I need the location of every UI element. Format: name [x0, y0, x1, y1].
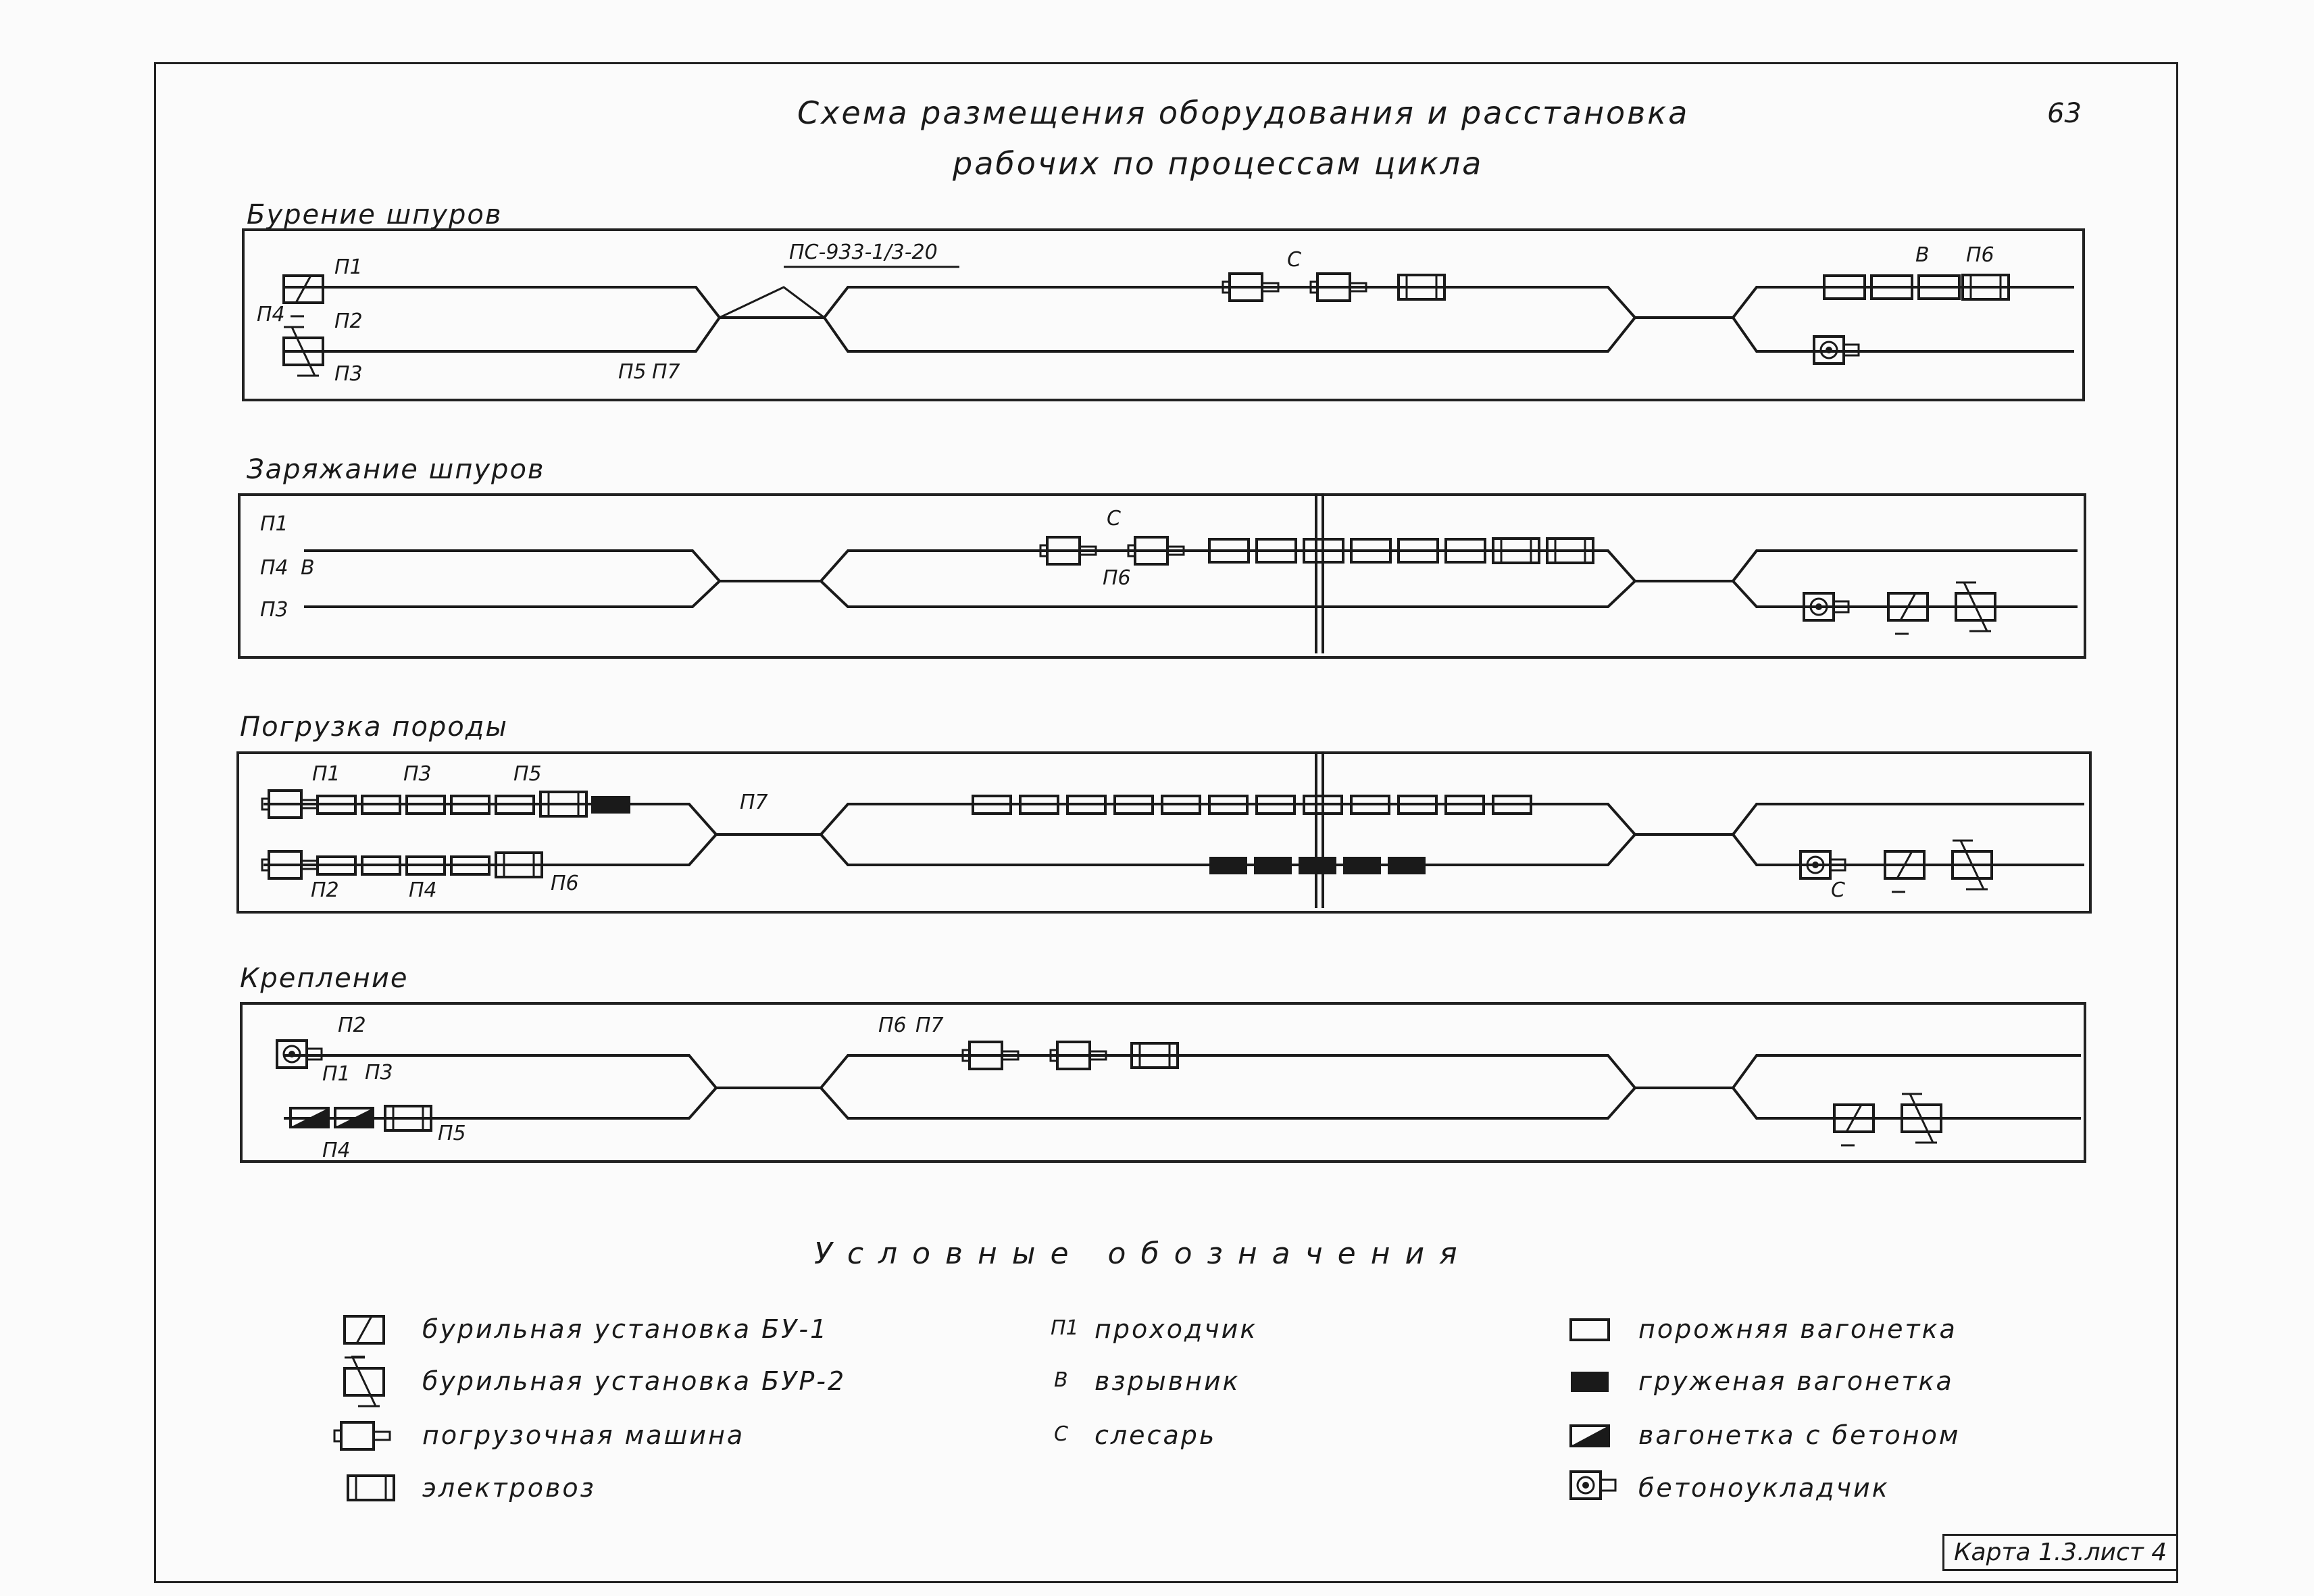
equipment-support	[276, 1039, 1942, 1147]
legend-label-blaster: взрывник	[1095, 1366, 1240, 1396]
marker-p6: П6	[1103, 566, 1131, 590]
marker-p1: П1	[322, 1062, 351, 1086]
legend-label-fitter: слесарь	[1095, 1420, 1217, 1450]
equipment-loading	[261, 789, 1993, 893]
marker-s: С	[1831, 878, 1845, 902]
marker-p7: П7	[915, 1014, 944, 1037]
section-label-drilling: Бурение шпуров	[247, 199, 503, 230]
marker-p3: П3	[334, 362, 363, 386]
marker-p6: П6	[551, 872, 579, 895]
marker-s: С	[1107, 507, 1121, 530]
legend-label-concrete-placer: бетоноукладчик	[1638, 1473, 1890, 1503]
section-label-support: Крепление	[240, 963, 409, 994]
legend-label-empty-wagon: порожняя вагонетка	[1638, 1314, 1957, 1344]
marker-p4: П4	[409, 878, 437, 902]
marker-p1: П1	[260, 512, 288, 536]
legend-label-loaded-wagon: груженая вагонетка	[1638, 1366, 1954, 1396]
marker-s: С	[1287, 248, 1301, 272]
marker-p2: П2	[338, 1014, 366, 1037]
marker-p5: П5	[618, 360, 647, 384]
marker-p5: П5	[438, 1122, 466, 1145]
equipment-charging	[1039, 536, 1996, 635]
marker-p7: П7	[652, 360, 680, 384]
section-label-loading: Погрузка породы	[240, 712, 509, 743]
tracks-charging	[304, 493, 2078, 653]
marker-p4: П4	[260, 556, 288, 580]
legend-symbols	[333, 1315, 1617, 1501]
section-label-charging: Заряжание шпуров	[247, 454, 545, 485]
tracks-support	[284, 1054, 2081, 1120]
marker-p3: П3	[365, 1061, 393, 1084]
marker-p3: П3	[403, 762, 432, 786]
sheet-stamp: Карта 1.3.лист 4	[1942, 1534, 2179, 1571]
page-number: 63	[2047, 98, 2082, 129]
marker-p2: П2	[311, 878, 339, 902]
marker-p5: П5	[513, 762, 542, 786]
legend-label-concrete-wagon: вагонетка с бетоном	[1638, 1420, 1961, 1450]
marker-p7: П7	[740, 791, 768, 814]
legend-label-bur2: бурильная установка БУР-2	[422, 1366, 847, 1396]
panel-support	[240, 1002, 2086, 1163]
marker-p6: П6	[1966, 243, 1994, 267]
marker-v: В	[301, 556, 315, 580]
panel-drilling	[242, 228, 2085, 401]
marker-p1: П1	[312, 762, 341, 786]
panel-loading	[236, 751, 2092, 914]
legend-marker-s: С	[1054, 1422, 1068, 1446]
marker-p6: П6	[878, 1014, 907, 1037]
legend-marker-p1: П1	[1051, 1316, 1079, 1340]
marker-v: В	[1915, 243, 1930, 267]
annotation-ps: ПС-933-1/3-20	[789, 241, 938, 264]
tracks-drilling	[284, 266, 2074, 353]
legend-title: Условные обозначения	[814, 1237, 1472, 1271]
legend-label-miner: проходчик	[1095, 1314, 1258, 1344]
marker-p4: П4	[322, 1139, 351, 1162]
panel-charging	[238, 493, 2086, 659]
title-line-2: рабочих по процессам цикла	[953, 145, 1484, 182]
legend-marker-v: В	[1054, 1368, 1068, 1392]
marker-p1: П1	[334, 255, 363, 279]
legend-label-locomotive: электровоз	[422, 1473, 596, 1503]
equipment-drilling	[282, 272, 2010, 377]
title-line-1: Схема размещения оборудования и расстано…	[797, 95, 1690, 131]
marker-p2: П2	[334, 309, 363, 333]
legend-label-loader: погрузочная машина	[422, 1420, 745, 1450]
marker-p3: П3	[260, 598, 288, 622]
page-frame	[154, 62, 2178, 1583]
legend-label-bu1: бурильная установка БУ-1	[422, 1314, 829, 1344]
marker-p4: П4	[257, 303, 285, 326]
